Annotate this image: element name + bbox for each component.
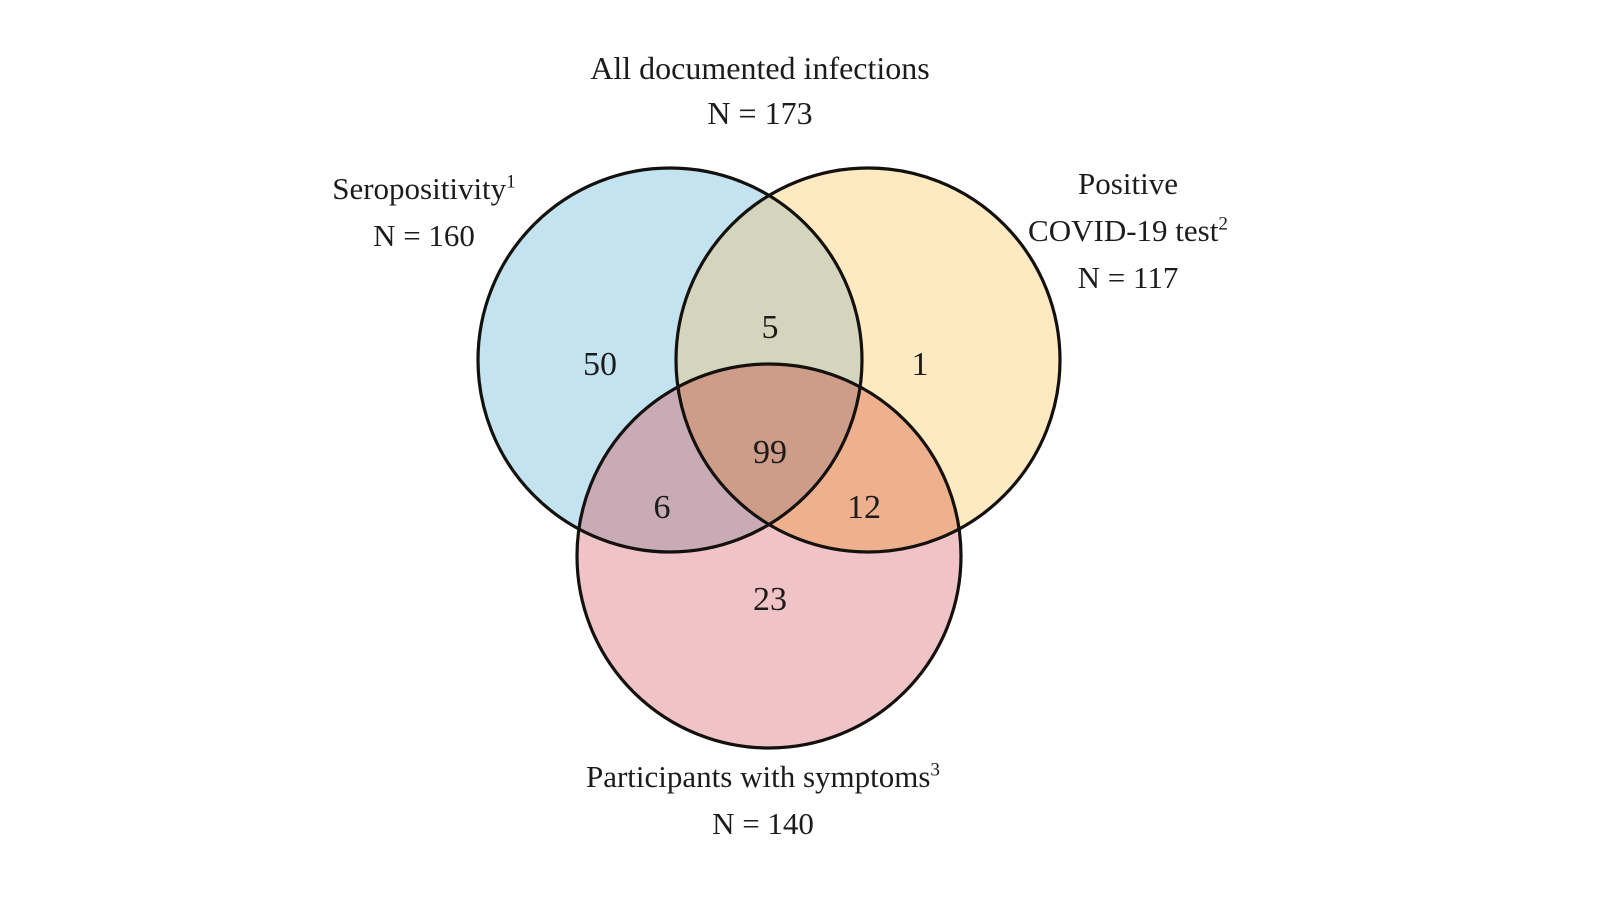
symptoms-n-label: N = 140: [712, 806, 814, 841]
covid-test-label-line1: Positive: [1078, 166, 1178, 201]
covid-test-label: Positive COVID-19 test2 N = 117: [958, 160, 1298, 301]
seropositivity-n-label: N = 160: [373, 218, 475, 253]
count-test-and-symptoms: 12: [847, 489, 881, 526]
seropositivity-label-text: Seropositivity: [332, 171, 507, 206]
count-all-three: 99: [753, 434, 787, 471]
figure-title: All documented infections N = 173: [510, 46, 1010, 136]
seropositivity-footnote-marker: 1: [506, 171, 516, 193]
all-three-overlap-region: [676, 364, 862, 552]
symptoms-footnote-marker: 3: [930, 759, 941, 781]
symptoms-label-text: Participants with symptoms: [585, 759, 931, 794]
count-sero-and-test: 5: [762, 309, 779, 346]
seropositivity-label: Seropositivity1 N = 160: [234, 165, 614, 259]
count-sero-and-symptoms: 6: [654, 489, 671, 526]
covid-test-label-text: COVID-19 test: [1028, 213, 1219, 248]
symptoms-label-name: Participants with symptoms3: [463, 753, 1063, 800]
figure-title-line2: N = 173: [707, 95, 813, 131]
symptoms-label: Participants with symptoms3 N = 140: [463, 753, 1063, 847]
symptoms-circle-outline: [575, 362, 963, 750]
figure-title-line1: All documented infections: [590, 50, 930, 86]
covid-test-n-label: N = 117: [1077, 260, 1179, 295]
count-seropositivity-only: 50: [583, 346, 617, 383]
covid-test-label-line2: COVID-19 test2: [958, 207, 1298, 254]
seropositivity-label-name: Seropositivity1: [234, 165, 614, 212]
covid-test-circle-outline: [674, 166, 1062, 554]
count-symptoms-only: 23: [753, 581, 787, 618]
seropositivity-circle-outline: [476, 166, 864, 554]
count-test-only: 1: [912, 346, 929, 383]
covid-test-footnote-marker: 2: [1218, 213, 1228, 235]
